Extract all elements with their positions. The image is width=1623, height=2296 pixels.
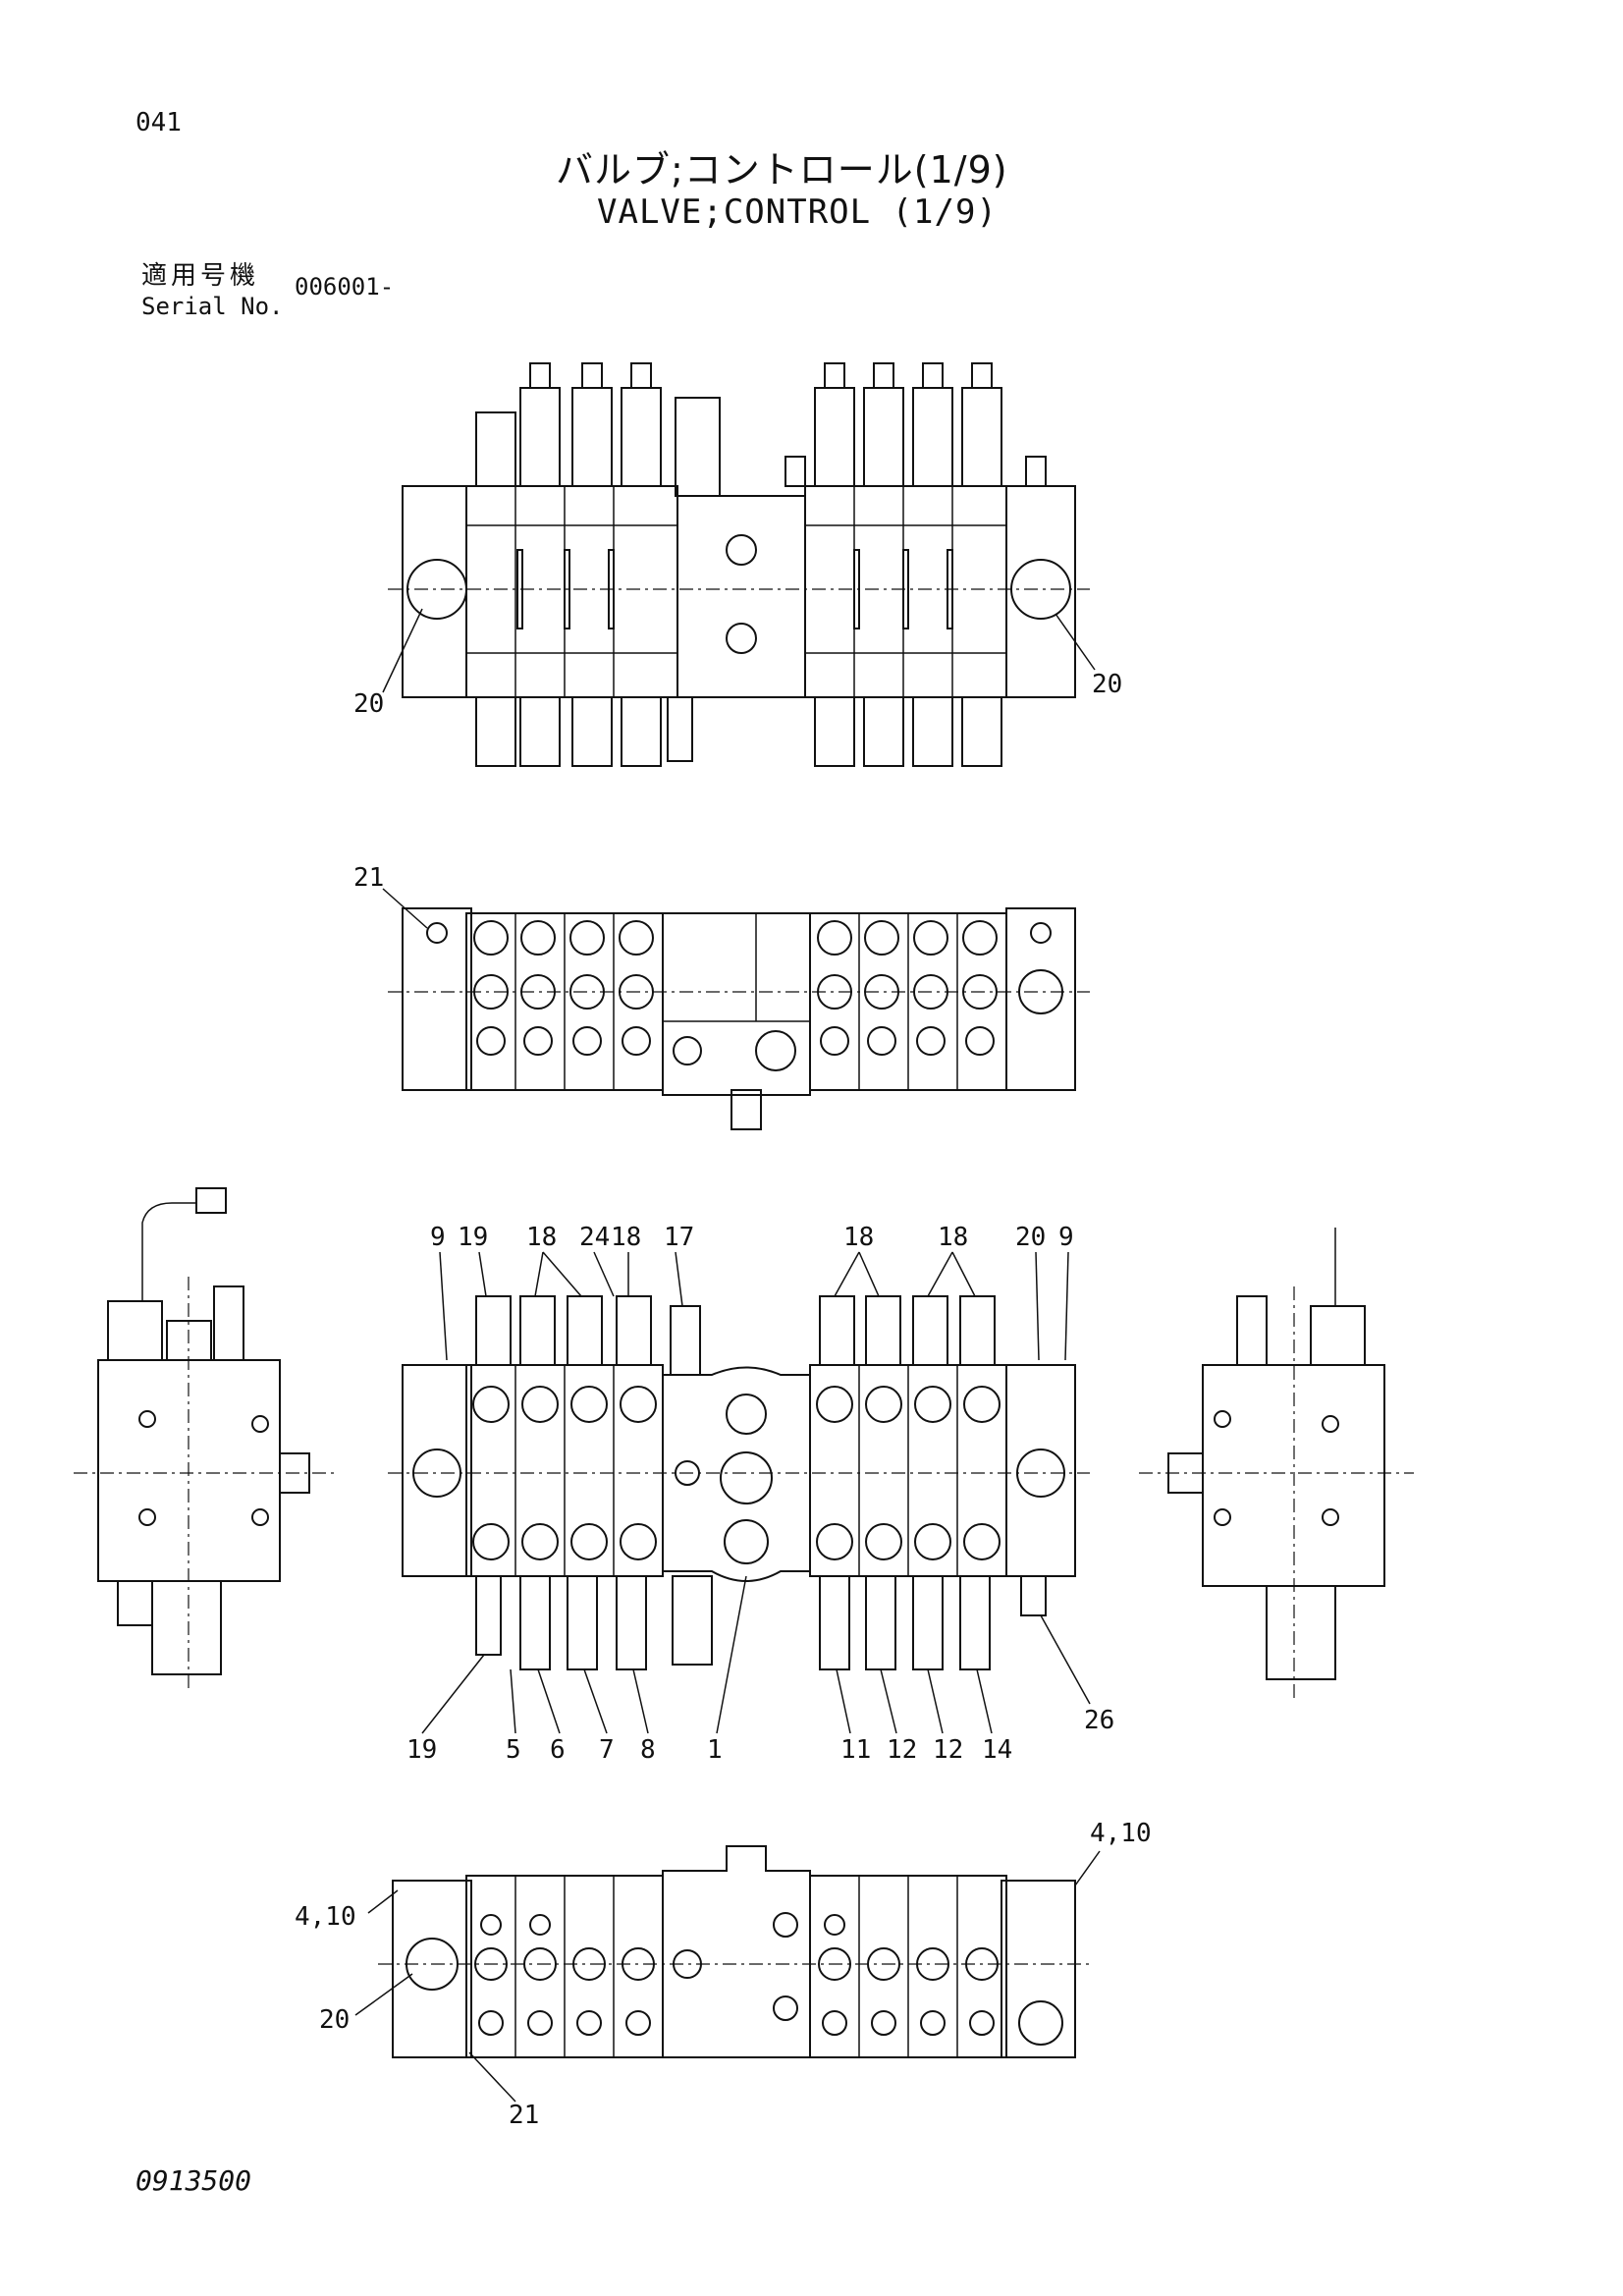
callout-label: 20 xyxy=(319,2005,350,2035)
callout-label: 17 xyxy=(664,1223,694,1252)
callout-label: 24 xyxy=(579,1223,610,1252)
callout-label: 18 xyxy=(843,1223,874,1252)
callout-label: 8 xyxy=(640,1735,656,1765)
callout-label: 26 xyxy=(1084,1706,1114,1735)
top-elevation-view: 20 20 xyxy=(353,362,1122,767)
callout-label: 19 xyxy=(458,1223,488,1252)
right-side-view xyxy=(1139,1228,1414,1699)
callout-label: 4,10 xyxy=(295,1902,356,1932)
document-number: 0913500 xyxy=(135,2164,252,2197)
callout-label: 12 xyxy=(887,1735,917,1765)
callout-label: 18 xyxy=(611,1223,641,1252)
callout-label: 19 xyxy=(406,1735,437,1765)
callout-label: 9 xyxy=(430,1223,446,1252)
callout-label: 1 xyxy=(707,1735,723,1765)
callout-label: 7 xyxy=(599,1735,615,1765)
callout-label: 5 xyxy=(506,1735,521,1765)
callout-label: 9 xyxy=(1058,1223,1074,1252)
callout-label: 20 xyxy=(1015,1223,1046,1252)
page-code: 041 xyxy=(135,108,182,137)
left-side-view xyxy=(74,1187,339,1689)
serial-label-english: Serial No. xyxy=(141,293,284,320)
callout-label: 11 xyxy=(840,1735,871,1765)
upper-plan-view: 21 xyxy=(353,863,1090,1130)
callout-label: 18 xyxy=(938,1223,968,1252)
callout-label: 20 xyxy=(353,689,384,719)
title-japanese: バルブ;コントロール(1/9) xyxy=(556,148,1008,191)
title-english: VALVE;CONTROL (1/9) xyxy=(597,192,998,232)
serial-number-value: 006001- xyxy=(295,273,395,301)
callout-label: 21 xyxy=(353,863,384,893)
callout-label: 6 xyxy=(550,1735,566,1765)
callout-label: 12 xyxy=(933,1735,963,1765)
serial-label-japanese: 適用号機 xyxy=(141,261,260,291)
front-view: 9 19 18 24 18 17 18 18 20 9 19 5 6 7 8 1… xyxy=(388,1223,1114,1765)
callout-label: 14 xyxy=(982,1735,1012,1765)
lower-plan-view: 4,10 4,10 20 21 xyxy=(295,1819,1152,2130)
callout-label: 18 xyxy=(526,1223,557,1252)
callout-label: 4,10 xyxy=(1090,1819,1152,1848)
callout-label: 20 xyxy=(1092,670,1122,699)
callout-label: 21 xyxy=(509,2101,539,2130)
